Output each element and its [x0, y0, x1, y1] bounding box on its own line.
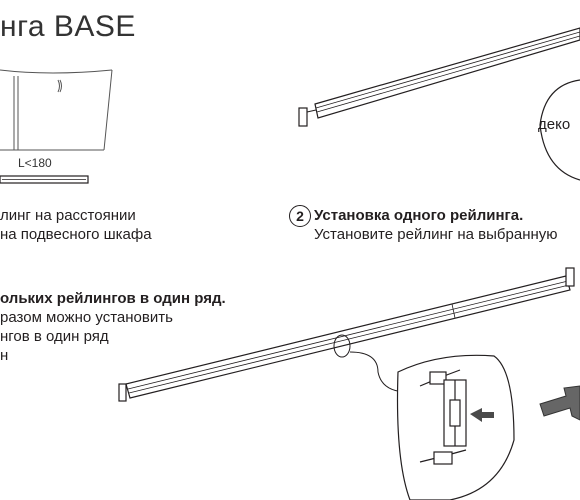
callout-circle [539, 79, 580, 181]
rail-single [298, 27, 580, 127]
cabinet-rail [0, 175, 89, 184]
zoom-detail [396, 354, 515, 500]
direction-arrow-icon [539, 385, 580, 421]
step-3-line-2: нгов в один ряд [0, 328, 109, 345]
step-2-body: Установите рейлинг на выбранную [314, 226, 558, 243]
rail-row [118, 267, 575, 402]
dimension-label: L<180 [18, 156, 52, 170]
step-2-text: Установка одного рейлинга. Установите ре… [314, 206, 558, 244]
step-3-heading: ольких рейлингов в один ряд. [0, 290, 226, 307]
step-1-line-1: линг на расстоянии [0, 207, 136, 224]
step-1-text: линг на расстоянии на подвесного шкафа [0, 206, 152, 244]
cabinet-drawing [0, 69, 113, 151]
step-1-line-2: на подвесного шкафа [0, 226, 152, 243]
page-title: нга BASE [0, 10, 136, 43]
step-2-heading: Установка одного рейлинга. [314, 207, 524, 224]
step-2-number-badge: 2 [289, 205, 311, 227]
step-3-line-3: н [0, 347, 9, 364]
step-3-line-1: разом можно установить [0, 309, 173, 326]
step-3-text: ольких рейлингов в один ряд. разом можно… [0, 289, 226, 365]
callout-label: деко [538, 116, 571, 133]
